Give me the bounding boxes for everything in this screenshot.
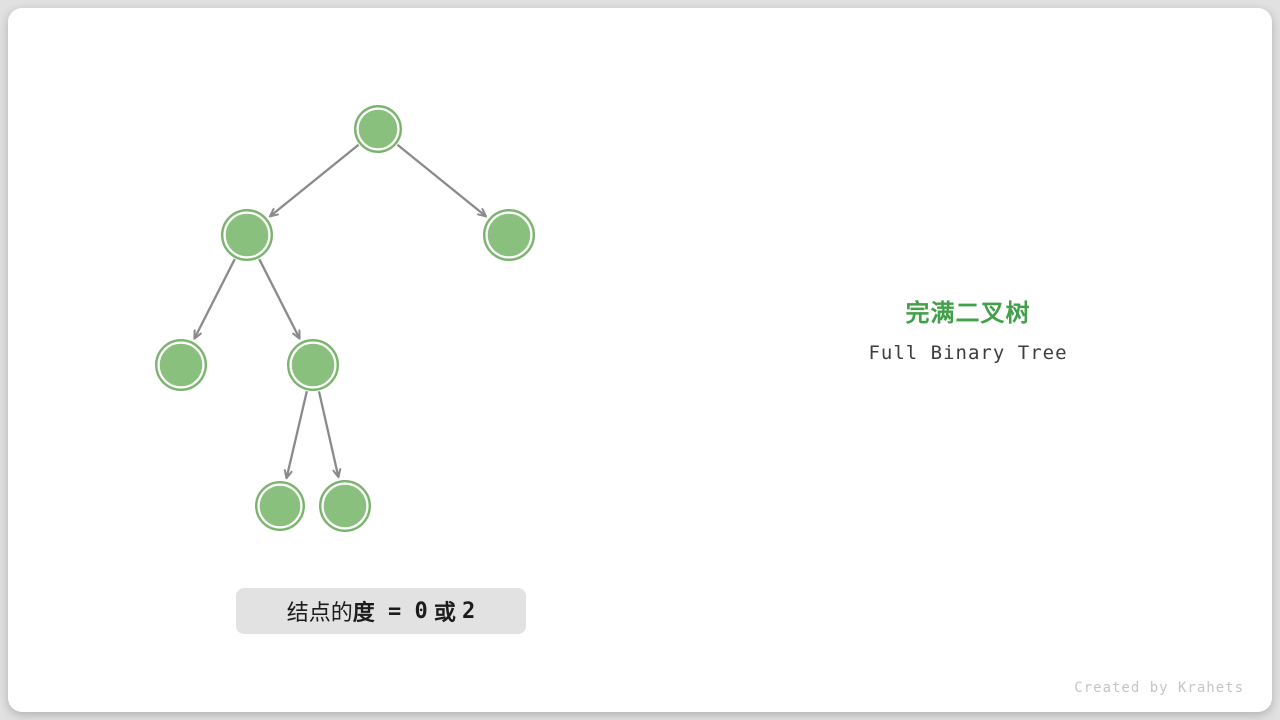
- tree-edge-lr-lrr: [317, 391, 342, 479]
- title-block: 完满二叉树 Full Binary Tree: [818, 298, 1118, 364]
- caption-or: 或: [427, 600, 462, 625]
- tree-edge-l-lr: [258, 258, 301, 340]
- diagram-title-cn: 完满二叉树: [905, 300, 1031, 327]
- caption-degree: 度: [352, 600, 375, 625]
- tree-node-lrr: [319, 480, 371, 532]
- diagram-card: [8, 8, 1272, 712]
- degree-caption: 结点的度 = 0 或 2: [236, 588, 526, 634]
- tree-node-lrl: [255, 481, 305, 531]
- tree-edges: [193, 143, 488, 480]
- tree-nodes: [155, 105, 535, 532]
- tree-edge-root-l: [268, 143, 360, 218]
- footer-credit: Created by Krahets: [1074, 680, 1244, 696]
- caption-equals: =: [374, 598, 415, 624]
- tree-edge-root-r: [396, 143, 488, 218]
- caption-value-2: 2: [462, 598, 476, 624]
- caption-prefix: 结点的: [286, 600, 353, 625]
- tree-node-lr: [287, 339, 339, 391]
- tree-node-root: [354, 105, 402, 153]
- caption-value-0: 0: [414, 598, 428, 624]
- tree-node-ll: [155, 339, 207, 391]
- tree-edge-l-ll: [193, 258, 236, 340]
- tree-node-l: [221, 209, 273, 261]
- tree-node-r: [483, 209, 535, 261]
- tree-edge-lr-lrl: [283, 391, 308, 480]
- diagram-title-en: Full Binary Tree: [868, 342, 1068, 364]
